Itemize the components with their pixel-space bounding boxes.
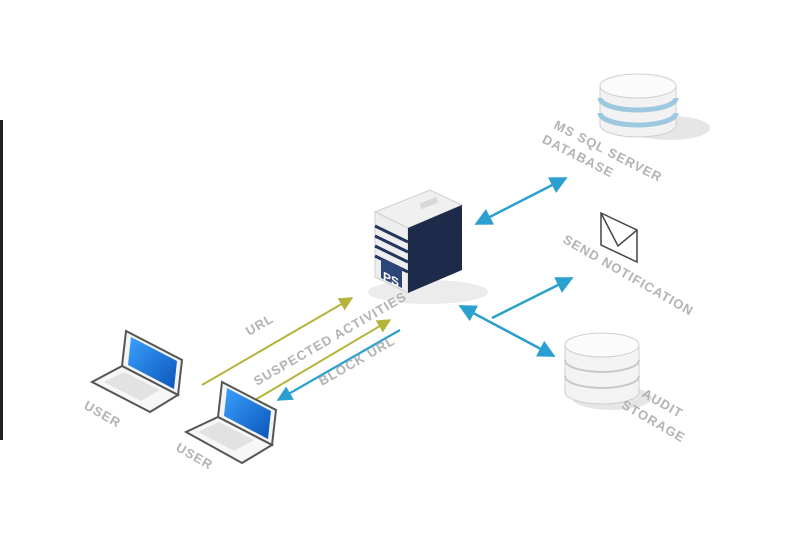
flow-url-label: URL — [243, 311, 276, 339]
storage-icon — [564, 332, 652, 410]
user-label-left-text: USER — [82, 398, 124, 431]
laptop-icon-right — [183, 380, 278, 465]
edge-sliver — [0, 120, 3, 440]
arrow-to-notification — [491, 276, 574, 320]
arrow-block-url — [276, 329, 401, 401]
arrow-server-storage — [458, 304, 556, 358]
database-icon — [597, 73, 710, 140]
laptop-icon-left — [89, 329, 184, 414]
arrow-server-database — [474, 176, 568, 226]
user-label-left: USER — [82, 398, 124, 431]
flow-url-text: URL — [243, 311, 276, 339]
arrow-url — [201, 297, 354, 386]
server-icon: PS — [368, 189, 488, 304]
envelope-icon — [600, 211, 638, 264]
